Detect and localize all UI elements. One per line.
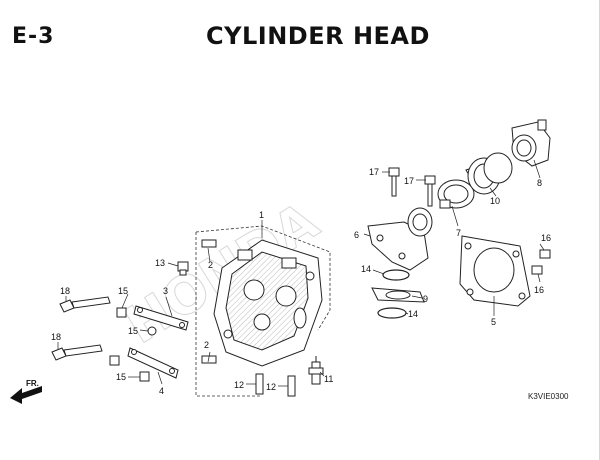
callout-11: 11 bbox=[324, 374, 333, 384]
clamp-band bbox=[437, 179, 475, 209]
callout-2b: 2 bbox=[204, 340, 209, 350]
long-bolts bbox=[51, 296, 111, 361]
callout-5: 5 bbox=[491, 317, 496, 327]
diagram-code: K3VIE0300 bbox=[528, 392, 569, 401]
cylinder-gasket bbox=[459, 235, 531, 307]
callout-13: 13 bbox=[155, 258, 165, 268]
inlet-pipe bbox=[367, 207, 433, 271]
connecting-tube bbox=[465, 152, 513, 195]
callout-18b: 18 bbox=[51, 332, 61, 342]
dowels-16 bbox=[531, 249, 551, 275]
callout-16a: 16 bbox=[541, 233, 551, 243]
insulator bbox=[371, 287, 425, 303]
callout-15a: 15 bbox=[118, 286, 128, 296]
callout-2a: 2 bbox=[208, 260, 213, 270]
front-arrow-icon: FR. bbox=[10, 379, 42, 404]
bolt-13 bbox=[177, 261, 189, 276]
spark-plug bbox=[308, 356, 324, 385]
brackets bbox=[127, 305, 189, 379]
callout-17b: 17 bbox=[404, 176, 414, 186]
assembly-outline bbox=[195, 225, 331, 397]
page-title: CYLINDER HEAD bbox=[206, 22, 430, 50]
callout-1: 1 bbox=[259, 210, 264, 220]
callout-14b: 14 bbox=[408, 309, 418, 319]
callout-18a: 18 bbox=[60, 286, 70, 296]
bolts-17 bbox=[388, 167, 436, 207]
callout-15c: 15 bbox=[116, 372, 126, 382]
front-label: FR. bbox=[26, 379, 39, 388]
callout-7: 7 bbox=[456, 228, 461, 238]
callout-17a: 17 bbox=[369, 167, 379, 177]
callout-14a: 14 bbox=[361, 264, 371, 274]
section-code: E-3 bbox=[12, 24, 55, 49]
callout-16b: 16 bbox=[534, 285, 544, 295]
callout-12b: 12 bbox=[266, 382, 276, 392]
callout-9: 9 bbox=[423, 294, 428, 304]
callout-10: 10 bbox=[490, 196, 500, 206]
callout-4: 4 bbox=[159, 386, 164, 396]
cylinder-head bbox=[213, 239, 323, 367]
callout-15b: 15 bbox=[128, 326, 138, 336]
callout-numbers: 1 2 2 3 4 5 6 7 8 9 10 11 12 12 13 14 14… bbox=[51, 167, 551, 396]
callout-12a: 12 bbox=[234, 380, 244, 390]
callout-3: 3 bbox=[163, 286, 168, 296]
callout-6: 6 bbox=[354, 230, 359, 240]
throttle-body bbox=[511, 119, 551, 167]
callout-8: 8 bbox=[537, 178, 542, 188]
leader-lines bbox=[57, 159, 545, 387]
